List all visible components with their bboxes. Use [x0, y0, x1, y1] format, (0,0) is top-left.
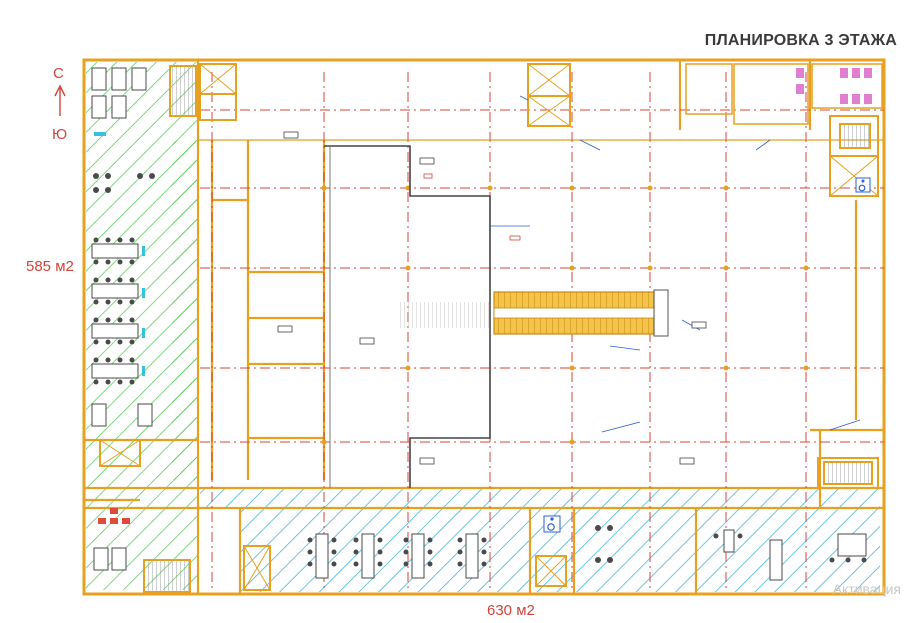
hatched-corridor-bottom [200, 488, 880, 508]
outer-walls [82, 58, 886, 596]
core-top-center [527, 63, 571, 127]
core-bottom [243, 545, 567, 591]
core-right [829, 115, 879, 197]
wc-blocks [685, 63, 883, 125]
core-top-left [169, 63, 237, 121]
escalator [400, 289, 669, 337]
desks-left [91, 67, 153, 571]
chairs-bottom [307, 525, 867, 567]
watermark: Активация [832, 581, 901, 597]
area-label-left: 585 м2 [26, 258, 74, 275]
meeting-table-red [98, 508, 130, 524]
core-right-lower [817, 457, 879, 489]
wheelchair-icon [543, 515, 561, 533]
core-left-lower [99, 439, 191, 593]
atrium-outline [324, 145, 491, 488]
desks-bottom [315, 529, 867, 581]
page-title: ПЛАНИРОВКА 3 ЭТАЖА [704, 32, 897, 49]
compass-south-label: Ю [52, 126, 68, 143]
accent-marks-left [94, 132, 145, 376]
compass-north-label: С [53, 65, 64, 82]
annotation-marks [490, 95, 861, 433]
chairs-left [93, 173, 155, 385]
room-tags [277, 131, 707, 465]
compass-arrow-icon [54, 84, 66, 116]
hatched-corridor-left [172, 140, 198, 480]
column-markers [321, 185, 809, 445]
wheelchair-icon [855, 177, 871, 193]
area-label-bottom: 630 м2 [487, 602, 535, 619]
